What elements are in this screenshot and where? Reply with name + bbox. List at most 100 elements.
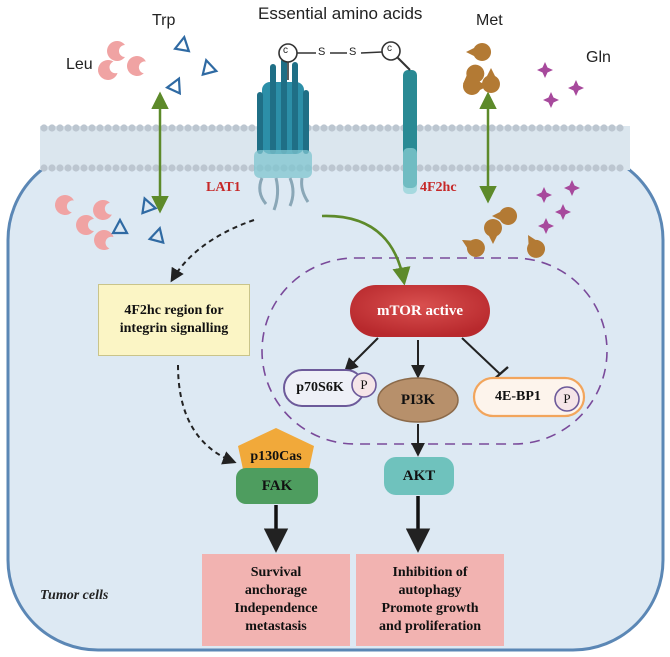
outcome-left-line: anchorage xyxy=(244,583,308,598)
p130cas-node-shape xyxy=(238,428,314,474)
lipid-head xyxy=(312,164,320,172)
integrin-line-2: integrin signalling xyxy=(119,321,229,336)
mtor-region-outline xyxy=(261,257,608,445)
cysteine-right-label: c xyxy=(387,43,392,54)
outcome-left-line: metastasis xyxy=(245,619,307,634)
met-molecule-icon xyxy=(462,239,485,258)
met-molecule-icon xyxy=(484,218,502,244)
met-molecule-icon xyxy=(527,235,546,258)
lipid-head xyxy=(80,124,88,132)
lipid-head xyxy=(152,124,160,132)
lipid-head xyxy=(424,124,432,132)
leu-molecule-icon xyxy=(107,41,125,61)
lipid-head xyxy=(384,124,392,132)
lipid-head xyxy=(536,164,544,172)
leu-molecule-icon xyxy=(76,215,94,235)
lat1-to-mtor-arrow xyxy=(321,214,411,286)
outcome-right-box: Inhibition of autophagy Promote growth a… xyxy=(356,554,504,646)
cysteine-left-label: c xyxy=(283,45,288,56)
pi3k-node: PI3K xyxy=(400,391,436,408)
lipid-head xyxy=(608,164,616,172)
lipid-head xyxy=(224,164,232,172)
lat1-label: LAT1 xyxy=(206,180,241,195)
leu-molecule-icon xyxy=(127,56,146,76)
lipid-head xyxy=(496,164,504,172)
lipid-head xyxy=(192,124,200,132)
lipid-head xyxy=(528,124,536,132)
sulfur-left-label: S xyxy=(318,46,326,58)
gln-molecule-icon xyxy=(568,80,584,96)
lipid-head xyxy=(472,124,480,132)
cysteine-right xyxy=(381,41,401,61)
lipid-head xyxy=(80,164,88,172)
lipid-head xyxy=(216,124,224,132)
lipid-head xyxy=(56,124,64,132)
lipid-head xyxy=(520,124,528,132)
lipid-head xyxy=(184,124,192,132)
lipid-head xyxy=(88,164,96,172)
mtor-to-p70s6k-arrow xyxy=(344,337,379,372)
gln-molecule-icon xyxy=(538,218,554,234)
lipid-head xyxy=(232,124,240,132)
ebp1-p-label: P xyxy=(563,391,571,406)
met-molecule-icon xyxy=(482,68,500,94)
lipid-head xyxy=(176,124,184,132)
gln-molecules xyxy=(536,62,584,234)
lipid-head xyxy=(512,124,520,132)
ebp1-node-shape xyxy=(472,376,586,418)
lipid-head xyxy=(200,164,208,172)
gln-label: Gln xyxy=(586,49,611,66)
lipid-head xyxy=(584,164,592,172)
lipid-head xyxy=(152,164,160,172)
lipid-head xyxy=(392,124,400,132)
lipid-head xyxy=(616,164,624,172)
lipid-head xyxy=(112,164,120,172)
akt-node-shape xyxy=(384,457,454,495)
p130cas-node: p130Cas xyxy=(250,449,302,464)
f2hc-label: 4F2hc xyxy=(420,180,457,195)
lipid-head xyxy=(328,124,336,132)
p70s6k-phospho-icon xyxy=(351,372,377,398)
trp-molecule-icon xyxy=(111,217,129,235)
sulfur-right-label: S xyxy=(349,46,357,58)
lipid-head xyxy=(480,164,488,172)
lipid-head xyxy=(576,124,584,132)
lipid-head xyxy=(464,164,472,172)
lipid-head xyxy=(320,164,328,172)
lipid-head xyxy=(72,164,80,172)
leu-molecule-icon xyxy=(98,60,118,80)
lipid-head xyxy=(64,124,72,132)
lipid-head xyxy=(216,164,224,172)
cell-membrane xyxy=(40,124,630,172)
lipid-head xyxy=(568,164,576,172)
lipid-head xyxy=(328,164,336,172)
leu-molecule-icon xyxy=(55,195,74,215)
lipid-head xyxy=(168,164,176,172)
f2hc-transporter-icon xyxy=(395,55,417,194)
header-title: Essential amino acids xyxy=(258,4,423,23)
lipid-head xyxy=(104,124,112,132)
gln-molecule-icon xyxy=(555,204,571,220)
lipid-head xyxy=(160,124,168,132)
lipid-head xyxy=(320,124,328,132)
lipid-head xyxy=(240,124,248,132)
lipid-head xyxy=(544,164,552,172)
leu-molecule-icon xyxy=(93,200,112,220)
lipid-head xyxy=(352,124,360,132)
lipid-head xyxy=(504,164,512,172)
leu-molecule-icon xyxy=(94,230,114,250)
trp-molecule-icon xyxy=(164,76,182,96)
lipid-head xyxy=(360,164,368,172)
cysteine-left xyxy=(278,43,298,63)
pi3k-node-shape xyxy=(377,377,459,423)
lipid-head xyxy=(248,164,256,172)
lipid-head xyxy=(592,124,600,132)
outcome-right-line: and proliferation xyxy=(378,619,482,634)
p70s6k-p-label: P xyxy=(360,377,368,392)
mtor-node-shape xyxy=(350,285,490,337)
met-molecule-icon xyxy=(462,77,488,95)
lipid-head xyxy=(560,124,568,132)
met-label: Met xyxy=(476,12,503,29)
mtor-node: mTOR active xyxy=(377,302,463,319)
lipid-head xyxy=(456,164,464,172)
